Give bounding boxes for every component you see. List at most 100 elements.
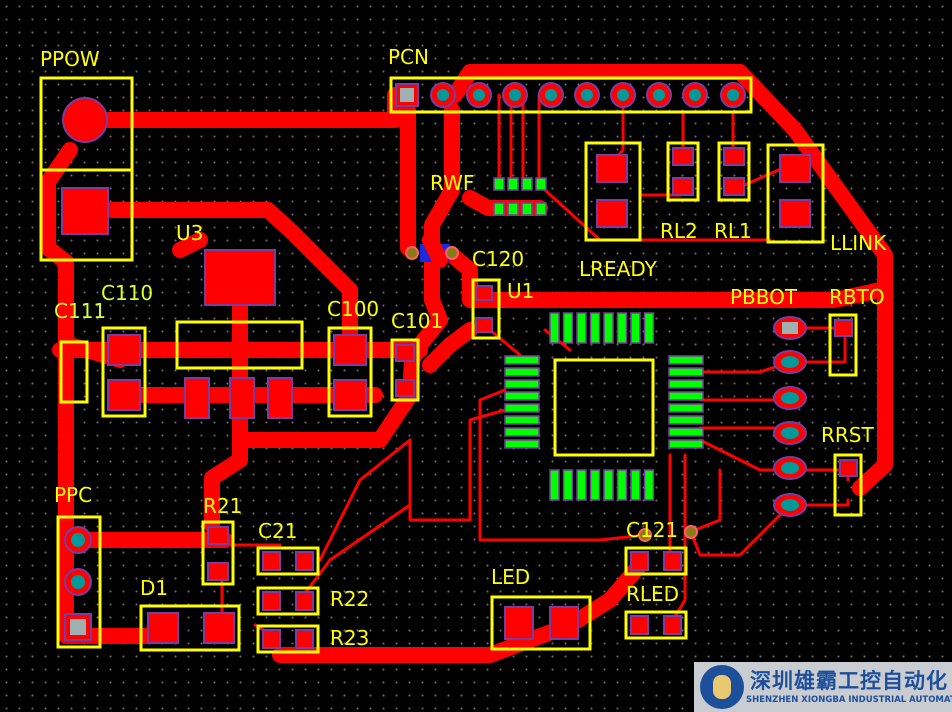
component-u3[interactable]	[175, 249, 304, 419]
label-c101: C101	[391, 309, 443, 333]
component-r21[interactable]	[201, 520, 235, 586]
component-led[interactable]	[490, 595, 592, 651]
rwf-pad	[535, 177, 547, 191]
component-r22[interactable]	[256, 586, 320, 616]
label-c111: C111	[54, 299, 106, 323]
ic-pin	[668, 355, 704, 365]
traces-thick	[40, 64, 893, 663]
label-r21: R21	[203, 494, 242, 518]
ic-pin	[616, 469, 628, 501]
logo-chinese-text: 深圳雄霸工控自动化	[750, 669, 948, 693]
component-rl1[interactable]	[717, 141, 751, 202]
pbbot-pin-hole	[781, 499, 799, 511]
ic-pin	[562, 469, 574, 501]
ic-pin	[504, 427, 540, 437]
label-rwf: RWF	[430, 171, 474, 195]
ic-pin	[576, 312, 587, 344]
pcn-pin-hole	[509, 89, 521, 101]
ic-pin	[668, 439, 704, 449]
label-rled: RLED	[626, 582, 679, 606]
component-pcn[interactable]	[389, 76, 753, 114]
ppow-pad-1[interactable]	[62, 97, 108, 143]
ic-pin	[603, 312, 614, 344]
ic-pin	[668, 391, 704, 401]
rwf-pad	[493, 202, 505, 216]
component-u1[interactable]	[471, 278, 501, 340]
label-llink: LLINK	[830, 231, 887, 255]
ic-pin	[668, 403, 704, 413]
pbbot-pin-1-marker	[782, 322, 798, 334]
component-rled[interactable]	[624, 610, 688, 640]
component-c111[interactable]	[59, 340, 89, 404]
rwf-pad	[507, 177, 519, 191]
pbbot-pin-hole	[781, 356, 799, 368]
component-c100[interactable]	[327, 326, 373, 418]
component-llink[interactable]	[766, 143, 825, 244]
label-c110: C110	[101, 281, 153, 305]
ic-pin	[643, 469, 655, 501]
pcn-pin-hole	[473, 89, 485, 101]
label-pcn: PCN	[388, 45, 429, 69]
label-ppow: PPOW	[40, 47, 100, 71]
rwf-pad	[493, 177, 505, 191]
component-rrst[interactable]	[833, 453, 863, 517]
ic-pin	[504, 415, 540, 425]
component-r23[interactable]	[256, 624, 320, 654]
pcn-pin-hole	[653, 89, 665, 101]
component-c120[interactable]	[405, 232, 459, 268]
ic-pin	[643, 312, 655, 344]
rwf-pad	[521, 202, 533, 216]
logo-english-text: SHENZHEN XIONGBA INDUSTRIAL AUTOMATION	[746, 695, 952, 705]
designator-labels: PPOW PCN RWF U3 C110 C111 C100 C101 C120…	[40, 45, 887, 650]
component-d1[interactable]	[139, 604, 241, 652]
pcn-pin-hole	[689, 89, 701, 101]
ic-pin	[668, 427, 704, 437]
label-rrst: RRST	[821, 423, 874, 447]
ic-pin	[549, 469, 560, 501]
label-c120: C120	[472, 247, 524, 271]
component-lready[interactable]	[584, 141, 642, 242]
ic-pin	[576, 469, 587, 501]
ic-pin	[504, 367, 540, 377]
rwf-pad	[507, 202, 519, 216]
ic-pin	[668, 415, 704, 425]
ic-pin	[589, 469, 601, 501]
ic-pin	[589, 312, 601, 344]
label-c121: C121	[626, 518, 678, 542]
label-u1: U1	[507, 279, 534, 303]
pcn-pin-hole	[581, 89, 593, 101]
pcn-pin-hole	[727, 89, 739, 101]
component-rbto[interactable]	[828, 313, 858, 377]
component-ic[interactable]	[504, 312, 704, 501]
component-rl2[interactable]	[666, 141, 700, 202]
label-ppc: PPC	[54, 483, 92, 507]
label-rl1: RL1	[714, 219, 752, 243]
component-c101[interactable]	[390, 338, 420, 402]
bear-mascot-icon	[700, 665, 744, 709]
component-rwf[interactable]	[493, 177, 547, 216]
ic-pin	[504, 391, 540, 401]
label-rbto: RBTO	[829, 285, 885, 309]
via	[405, 246, 419, 260]
rwf-pad	[521, 177, 533, 191]
pbbot-pin-hole	[781, 427, 799, 439]
ic-pin	[668, 367, 704, 377]
pcn-pin-hole	[617, 89, 629, 101]
label-lready: LREADY	[579, 257, 658, 281]
component-pbbot[interactable]	[773, 316, 807, 517]
label-c100: C100	[327, 297, 379, 321]
pcn-pin-hole	[545, 89, 557, 101]
ppow-pad-2[interactable]	[61, 187, 109, 235]
ic-pin	[504, 355, 540, 365]
component-c121[interactable]	[624, 525, 698, 576]
component-ppc[interactable]	[56, 515, 102, 649]
company-logo: 深圳雄霸工控自动化 SHENZHEN XIONGBA INDUSTRIAL AU…	[694, 662, 952, 712]
component-c21[interactable]	[256, 546, 320, 576]
component-c110[interactable]	[101, 326, 147, 418]
ic-pin	[668, 379, 704, 389]
label-r23: R23	[330, 626, 369, 650]
label-u3: U3	[176, 221, 203, 245]
component-ppow[interactable]	[39, 76, 134, 262]
